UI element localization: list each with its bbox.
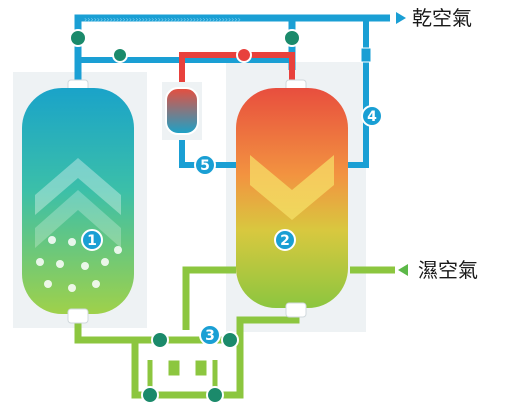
svg-text:3: 3 [205,328,215,344]
purge-tank [162,82,202,140]
dry-air-arrow-icon [396,12,406,24]
wet-air-arrow-icon [398,264,408,276]
svg-text:4: 4 [367,109,377,125]
callout-badge-2: 2 [274,229,296,251]
svg-text:1: 1 [87,233,97,249]
svg-text:››››››››››››››››››››››››››››››: ››››››››››››››››››››››››››››››››››››››››… [84,15,241,24]
valve-icon [69,29,372,404]
right-tank [236,79,348,318]
left-tank [22,79,134,324]
wet-air-label: 濕空氣 [418,258,478,282]
callout-badge-4: 4 [361,105,383,127]
wet-air-pipe [74,266,395,399]
callout-badge-3: 3 [199,324,221,346]
callout-badge-1: 1 [81,229,103,251]
dry-air-label: 乾空氣 [412,6,472,30]
svg-text:2: 2 [280,233,290,249]
callout-badge-5: 5 [194,154,216,176]
svg-text:5: 5 [200,158,210,174]
moisture-drops-icon [36,236,122,292]
